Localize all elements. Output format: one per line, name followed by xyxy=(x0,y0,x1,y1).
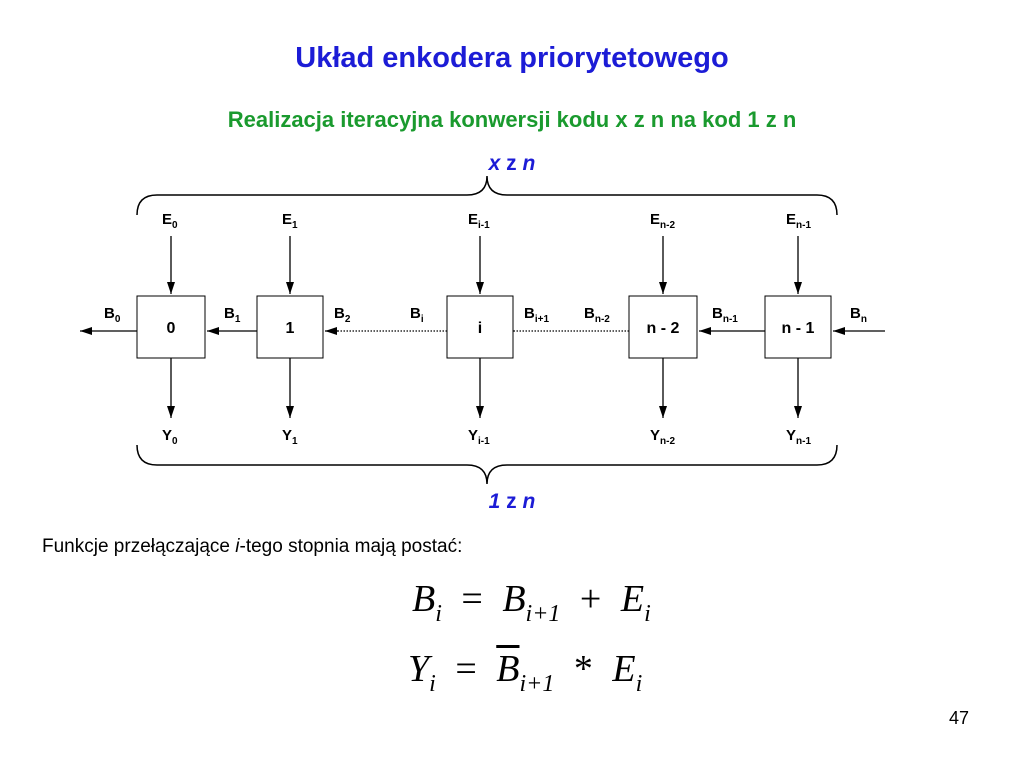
bottom-group-z: z xyxy=(506,490,517,513)
label-yi-1: Yi-1 xyxy=(468,427,490,447)
bottom-group-n: n xyxy=(522,490,536,513)
slide-title: Układ enkodera priorytetowego xyxy=(295,42,729,74)
block-label: i xyxy=(478,320,482,337)
bottom-brace xyxy=(136,444,838,485)
block-0: 0 xyxy=(136,295,206,359)
top-group-z: z xyxy=(506,152,517,175)
f2-lhs: Y xyxy=(408,648,430,690)
f2-op: * xyxy=(573,648,593,690)
formula-b: Bi = Bi+1 + Ei xyxy=(412,580,651,626)
f1-t1: B xyxy=(502,578,526,620)
block-label: n - 1 xyxy=(782,320,815,337)
top-group-n: n xyxy=(522,152,536,175)
label-bn-2: Bn-2 xyxy=(584,305,610,325)
block-label: 1 xyxy=(286,320,295,337)
intro-italic: i xyxy=(235,536,240,557)
block-1: 1 xyxy=(256,295,324,359)
block-i: i xyxy=(446,295,514,359)
block-box xyxy=(764,295,832,359)
label-yn-2: Yn-2 xyxy=(650,427,675,447)
f1-lhs: B xyxy=(412,578,436,620)
label-bn-1: Bn-1 xyxy=(712,305,738,325)
block-box xyxy=(136,295,206,359)
f1-op: + xyxy=(579,578,602,620)
label-bn: Bn xyxy=(850,305,867,325)
label-e1: E1 xyxy=(282,211,298,231)
f1-lhs-sub: i xyxy=(435,601,442,627)
label-b2: B2 xyxy=(334,305,351,325)
block-n-1: n - 1 xyxy=(764,295,832,359)
label-y1: Y1 xyxy=(282,427,298,447)
f2-eq: = xyxy=(455,648,477,690)
label-en-2: En-2 xyxy=(650,211,675,231)
f2-lhs-sub: i xyxy=(429,671,436,697)
label-b1: B1 xyxy=(224,305,241,325)
label-e0: E0 xyxy=(162,211,178,231)
intro-text: Funkcje przełączające i-tego stopnia maj… xyxy=(42,536,462,558)
label-ei-1: Ei-1 xyxy=(468,211,490,231)
formula-y: Yi = Bi+1 * Ei xyxy=(408,650,642,696)
f1-eq: = xyxy=(461,578,483,620)
f1-t1-sub: i+1 xyxy=(525,601,561,627)
intro-before: Funkcje przełączające xyxy=(42,536,236,557)
label-b0: B0 xyxy=(104,305,121,325)
block-box xyxy=(628,295,698,359)
bottom-group-label: 1 z n xyxy=(0,490,1024,514)
block-box xyxy=(256,295,324,359)
block-label: n - 2 xyxy=(647,320,680,337)
page-number: 47 xyxy=(948,708,969,728)
f1-t2-sub: i xyxy=(644,601,651,627)
label-y0: Y0 xyxy=(162,427,178,447)
block-n-2: n - 2 xyxy=(628,295,698,359)
f2-t1-sub: i+1 xyxy=(519,671,555,697)
intro-after: -tego stopnia mają postać: xyxy=(239,536,463,557)
slide-subtitle: Realizacja iteracyjna konwersji kodu x z… xyxy=(227,107,797,132)
f2-t1-negated: B xyxy=(496,648,520,690)
top-group-label: x z n xyxy=(0,152,1024,176)
top-group-x: x xyxy=(488,152,501,175)
f1-t2: E xyxy=(620,578,645,620)
top-brace xyxy=(136,175,838,216)
f2-t2-sub: i xyxy=(635,671,643,697)
label-bi: Bi xyxy=(410,305,424,325)
label-bi+1: Bi+1 xyxy=(524,305,549,325)
bottom-group-1: 1 xyxy=(488,490,501,513)
label-yn-1: Yn-1 xyxy=(786,427,811,447)
label-en-1: En-1 xyxy=(786,211,811,231)
block-label: 0 xyxy=(167,320,176,337)
f2-t2: E xyxy=(612,648,636,690)
block-box xyxy=(446,295,514,359)
